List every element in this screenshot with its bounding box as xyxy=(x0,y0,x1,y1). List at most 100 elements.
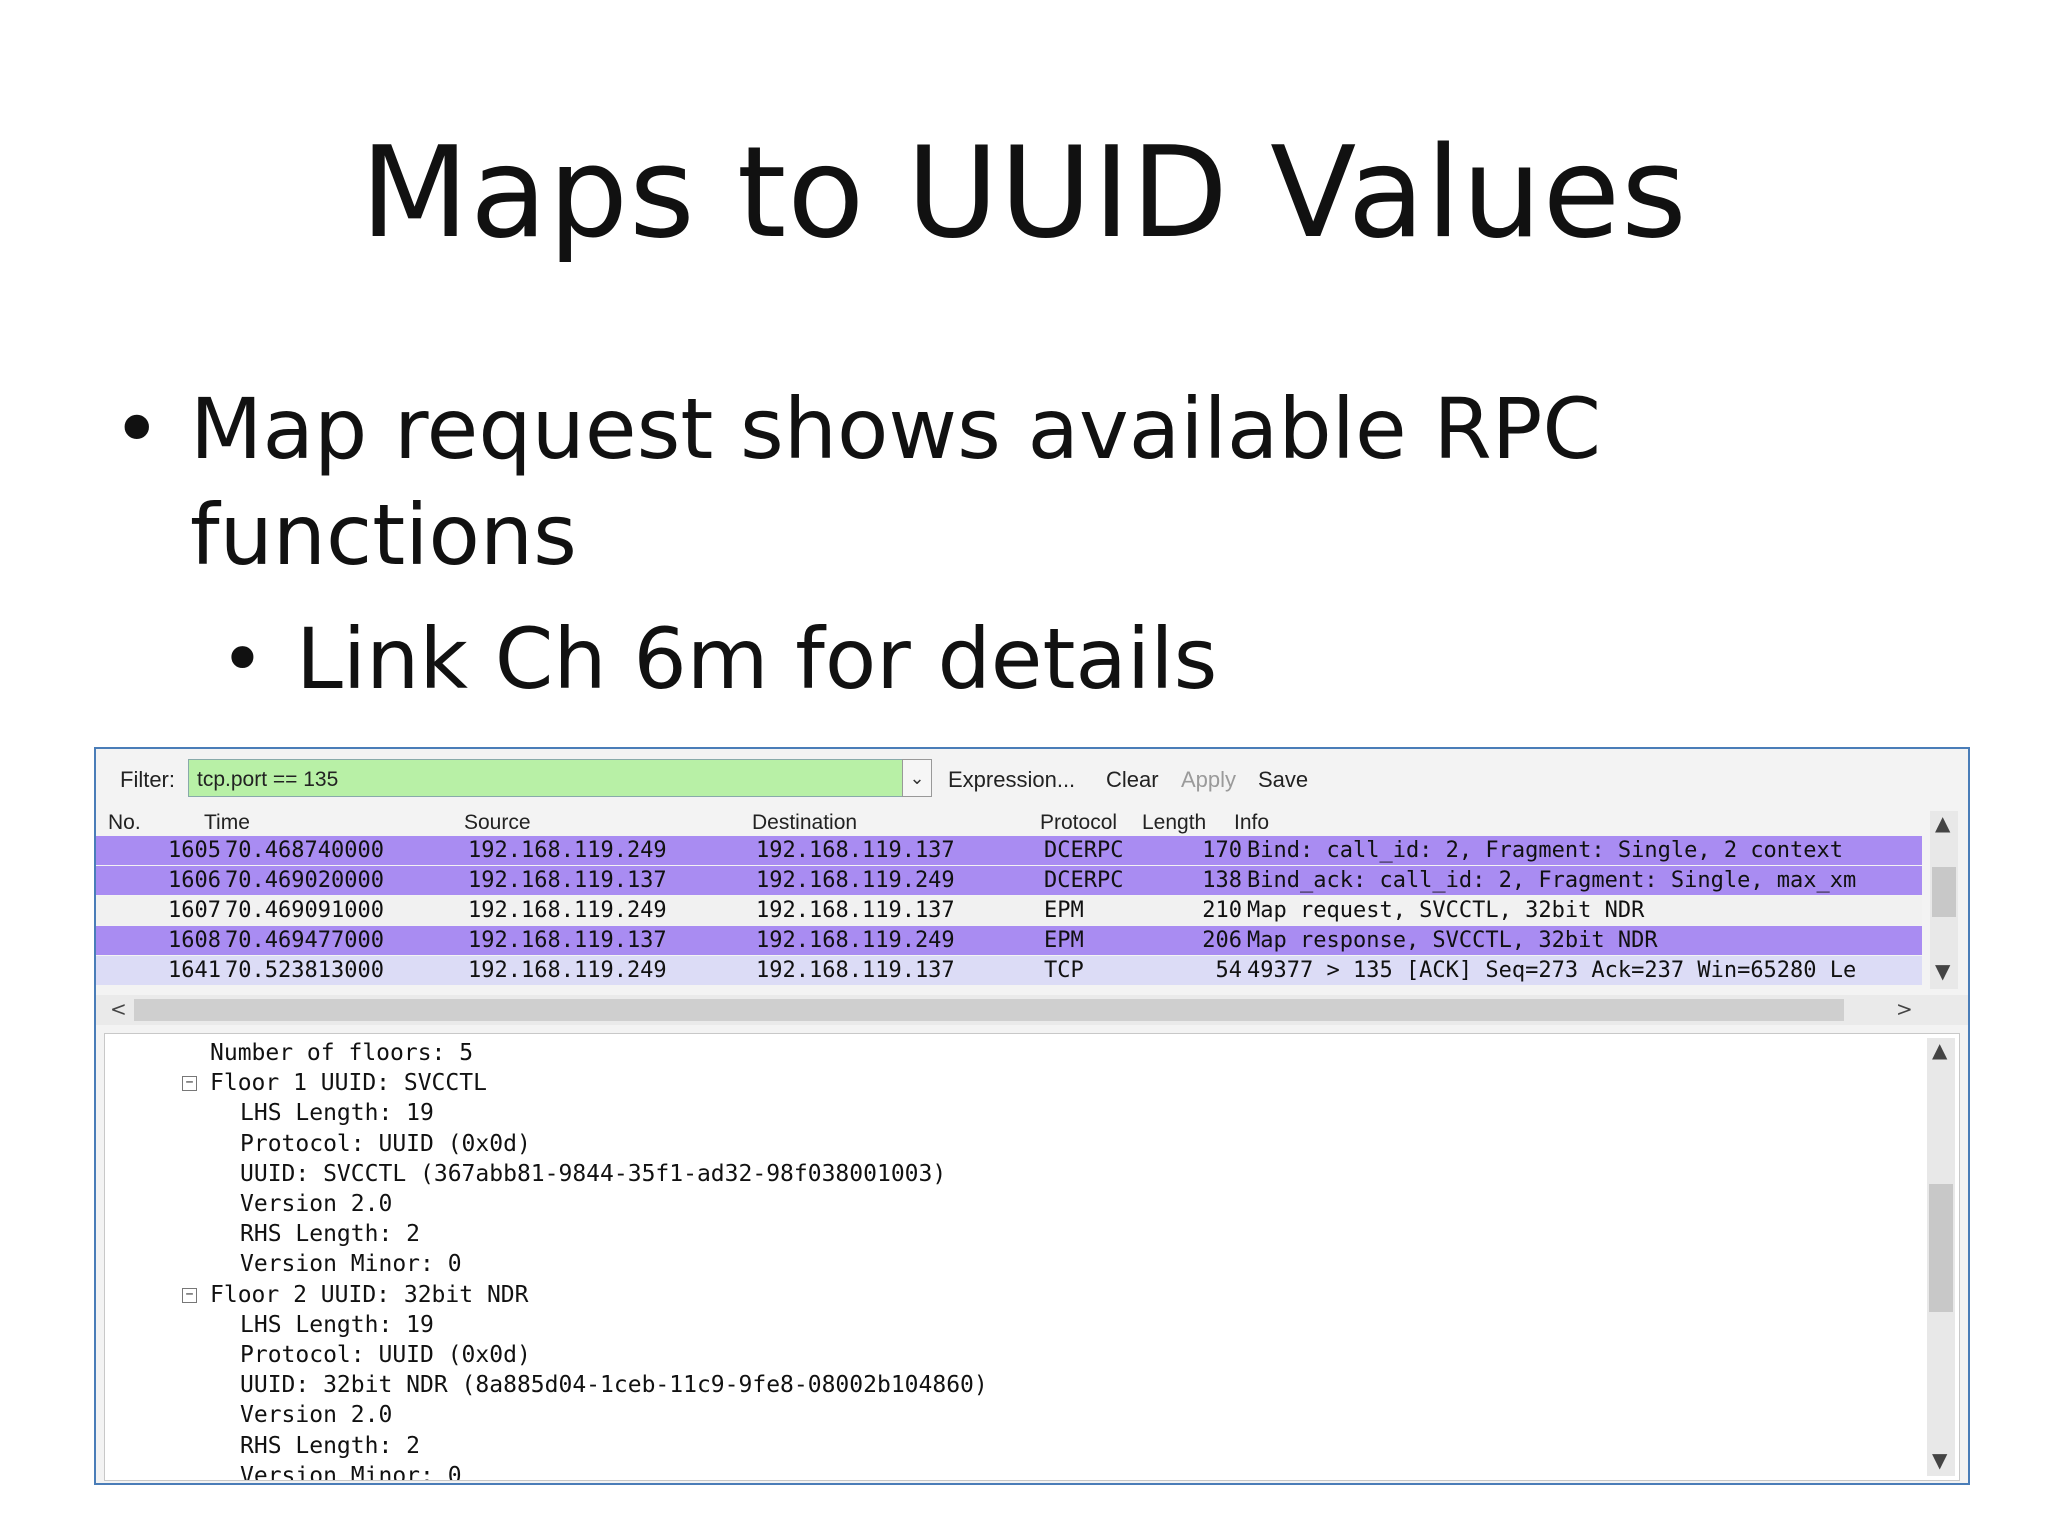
packet-no: 1607 xyxy=(168,898,221,923)
packet-row[interactable]: 1606 70.469020000 192.168.119.137 192.16… xyxy=(96,866,1922,895)
bullet-1-text: Map request shows available RPC function… xyxy=(190,380,1602,584)
packet-source: 192.168.119.137 xyxy=(468,928,667,953)
packet-info: Bind: call_id: 2, Fragment: Single, 2 co… xyxy=(1247,838,1844,863)
packet-list-lower: 1641 70.523813000 192.168.119.249 192.16… xyxy=(96,956,1922,988)
apply-button[interactable]: Apply xyxy=(1181,767,1237,792)
tree-line-text: Version 2.0 xyxy=(240,1191,393,1217)
packet-row[interactable]: 1608 70.469477000 192.168.119.137 192.16… xyxy=(96,926,1922,955)
tree-field: RHS Length: 2 xyxy=(240,1219,420,1249)
tree-field: LHS Length: 19 xyxy=(240,1310,434,1340)
tree-line-text: Version Minor: 0 xyxy=(240,1462,462,1481)
tree-line-text: Floor 2 UUID: 32bit NDR xyxy=(210,1281,529,1308)
scrollbar-thumb[interactable] xyxy=(1932,867,1956,917)
column-header-no[interactable]: No. xyxy=(108,811,141,834)
filter-toolbar: Filter: tcp.port == 135 ⌄ Expression... … xyxy=(96,755,1968,801)
clear-button[interactable]: Clear xyxy=(1106,767,1159,792)
packet-destination: 192.168.119.249 xyxy=(756,868,955,893)
filter-input[interactable]: tcp.port == 135 xyxy=(188,759,928,797)
tree-line-text: Floor 1 UUID: SVCCTL xyxy=(210,1070,487,1097)
packet-row[interactable]: 1641 70.523813000 192.168.119.249 192.16… xyxy=(96,956,1922,985)
filter-value: tcp.port == 135 xyxy=(197,768,339,791)
wireshark-window: Filter: tcp.port == 135 ⌄ Expression... … xyxy=(94,747,1970,1485)
scroll-down-icon[interactable]: ▼ xyxy=(1935,959,1951,983)
packet-protocol: EPM xyxy=(1044,898,1084,923)
packet-destination: 192.168.119.137 xyxy=(756,838,955,863)
column-header-source[interactable]: Source xyxy=(464,811,531,834)
collapse-icon[interactable]: − xyxy=(182,1076,197,1092)
tree-field: Version 2.0 xyxy=(240,1400,392,1430)
tree-field: Version 2.0 xyxy=(240,1189,392,1219)
packet-no: 1605 xyxy=(168,838,221,863)
packet-destination: 192.168.119.137 xyxy=(756,958,955,983)
expression-button[interactable]: Expression... xyxy=(948,767,1076,792)
packet-info: Map response, SVCCTL, 32bit NDR xyxy=(1247,928,1658,953)
tree-line-text: LHS Length: 19 xyxy=(240,1100,434,1127)
packet-list-scrollbar[interactable]: ▲ ▼ xyxy=(1930,811,1958,989)
details-scrollbar[interactable]: ▲ ▼ xyxy=(1927,1038,1955,1476)
tree-line-text: RHS Length: 2 xyxy=(240,1432,421,1459)
column-header-destination[interactable]: Destination xyxy=(752,811,858,834)
filter-dropdown-button[interactable]: ⌄ xyxy=(902,759,932,797)
packet-protocol: DCERPC xyxy=(1044,868,1124,893)
packet-no: 1606 xyxy=(168,868,221,893)
tree-line-text: Protocol: UUID (0x0d) xyxy=(240,1342,531,1368)
packet-details-tree: Number of floors: 5−Floor 1 UUID: SVCCTL… xyxy=(104,1033,1960,1481)
packet-time: 70.523813000 xyxy=(225,958,384,983)
column-header-time[interactable]: Time xyxy=(204,811,250,834)
packet-length: 206 xyxy=(1202,928,1242,953)
tree-field: UUID: 32bit NDR (8a885d04-1ceb-11c9-9fe8… xyxy=(240,1370,988,1400)
tree-field: Number of floors: 5 xyxy=(210,1038,473,1068)
scroll-up-icon[interactable]: ▲ xyxy=(1935,811,1951,835)
packet-destination: 192.168.119.249 xyxy=(756,928,955,953)
packet-list: 1605 70.468740000 192.168.119.249 192.16… xyxy=(96,836,1922,956)
packet-length: 170 xyxy=(1202,838,1242,863)
packet-list-hscrollbar[interactable]: < > xyxy=(96,995,1968,1025)
packet-info: 49377 > 135 [ACK] Seq=273 Ack=237 Win=65… xyxy=(1247,958,1857,983)
tree-field: Version Minor: 0 xyxy=(240,1461,462,1481)
tree-node[interactable]: −Floor 1 UUID: SVCCTL xyxy=(182,1068,487,1098)
packet-source: 192.168.119.249 xyxy=(468,958,667,983)
scroll-down-icon[interactable]: ▼ xyxy=(1932,1448,1948,1472)
tree-line-text: Number of floors: 5 xyxy=(210,1040,474,1066)
packet-list-header: No. Time Source Destination Protocol Len… xyxy=(96,809,1968,835)
packet-protocol: DCERPC xyxy=(1044,838,1124,863)
scrollbar-thumb[interactable] xyxy=(1929,1184,1953,1312)
tree-field: RHS Length: 2 xyxy=(240,1431,420,1461)
packet-source: 192.168.119.137 xyxy=(468,868,667,893)
tree-line-text: UUID: SVCCTL (367abb81-9844-35f1-ad32-98… xyxy=(240,1160,947,1187)
packet-info: Map request, SVCCTL, 32bit NDR xyxy=(1247,898,1645,923)
column-header-length[interactable]: Length xyxy=(1142,811,1207,834)
slide-title: Maps to UUID Values xyxy=(360,119,1688,266)
packet-time: 70.469477000 xyxy=(225,928,384,953)
tree-line-text: LHS Length: 19 xyxy=(240,1311,434,1338)
tree-field: UUID: SVCCTL (367abb81-9844-35f1-ad32-98… xyxy=(240,1159,946,1189)
packet-length: 138 xyxy=(1202,868,1242,893)
packet-row[interactable]: 1607 70.469091000 192.168.119.249 192.16… xyxy=(96,896,1922,925)
tree-line-text: UUID: 32bit NDR (8a885d04-1ceb-11c9-9fe8… xyxy=(240,1372,988,1399)
scroll-left-icon[interactable]: < xyxy=(110,997,127,1021)
packet-source: 192.168.119.249 xyxy=(468,838,667,863)
packet-time: 70.469091000 xyxy=(225,898,384,923)
collapse-icon[interactable]: − xyxy=(182,1287,197,1303)
tree-node[interactable]: −Floor 2 UUID: 32bit NDR xyxy=(182,1280,529,1310)
packet-info: Bind_ack: call_id: 2, Fragment: Single, … xyxy=(1247,868,1857,893)
save-button[interactable]: Save xyxy=(1258,767,1309,792)
packet-destination: 192.168.119.137 xyxy=(756,898,955,923)
bullet-dot-icon: • xyxy=(220,614,265,703)
tree-field: Version Minor: 0 xyxy=(240,1249,462,1279)
hscrollbar-thumb[interactable] xyxy=(134,999,1844,1021)
bullet-2: • Link Ch 6m for details xyxy=(220,606,1696,712)
packet-protocol: TCP xyxy=(1044,958,1084,983)
packet-time: 70.469020000 xyxy=(225,868,384,893)
bullet-2-text: Link Ch 6m for details xyxy=(296,610,1218,708)
packet-length: 210 xyxy=(1202,898,1242,923)
scroll-up-icon[interactable]: ▲ xyxy=(1932,1038,1948,1062)
scroll-right-icon[interactable]: > xyxy=(1896,997,1913,1021)
chevron-down-icon: ⌄ xyxy=(909,768,925,788)
column-header-protocol[interactable]: Protocol xyxy=(1040,811,1118,834)
packet-protocol: EPM xyxy=(1044,928,1084,953)
packet-row[interactable]: 1605 70.468740000 192.168.119.249 192.16… xyxy=(96,836,1922,865)
bullet-1: • Map request shows available RPC functi… xyxy=(112,376,1790,588)
column-header-info[interactable]: Info xyxy=(1234,811,1270,834)
tree-line-text: Protocol: UUID (0x0d) xyxy=(240,1130,531,1157)
